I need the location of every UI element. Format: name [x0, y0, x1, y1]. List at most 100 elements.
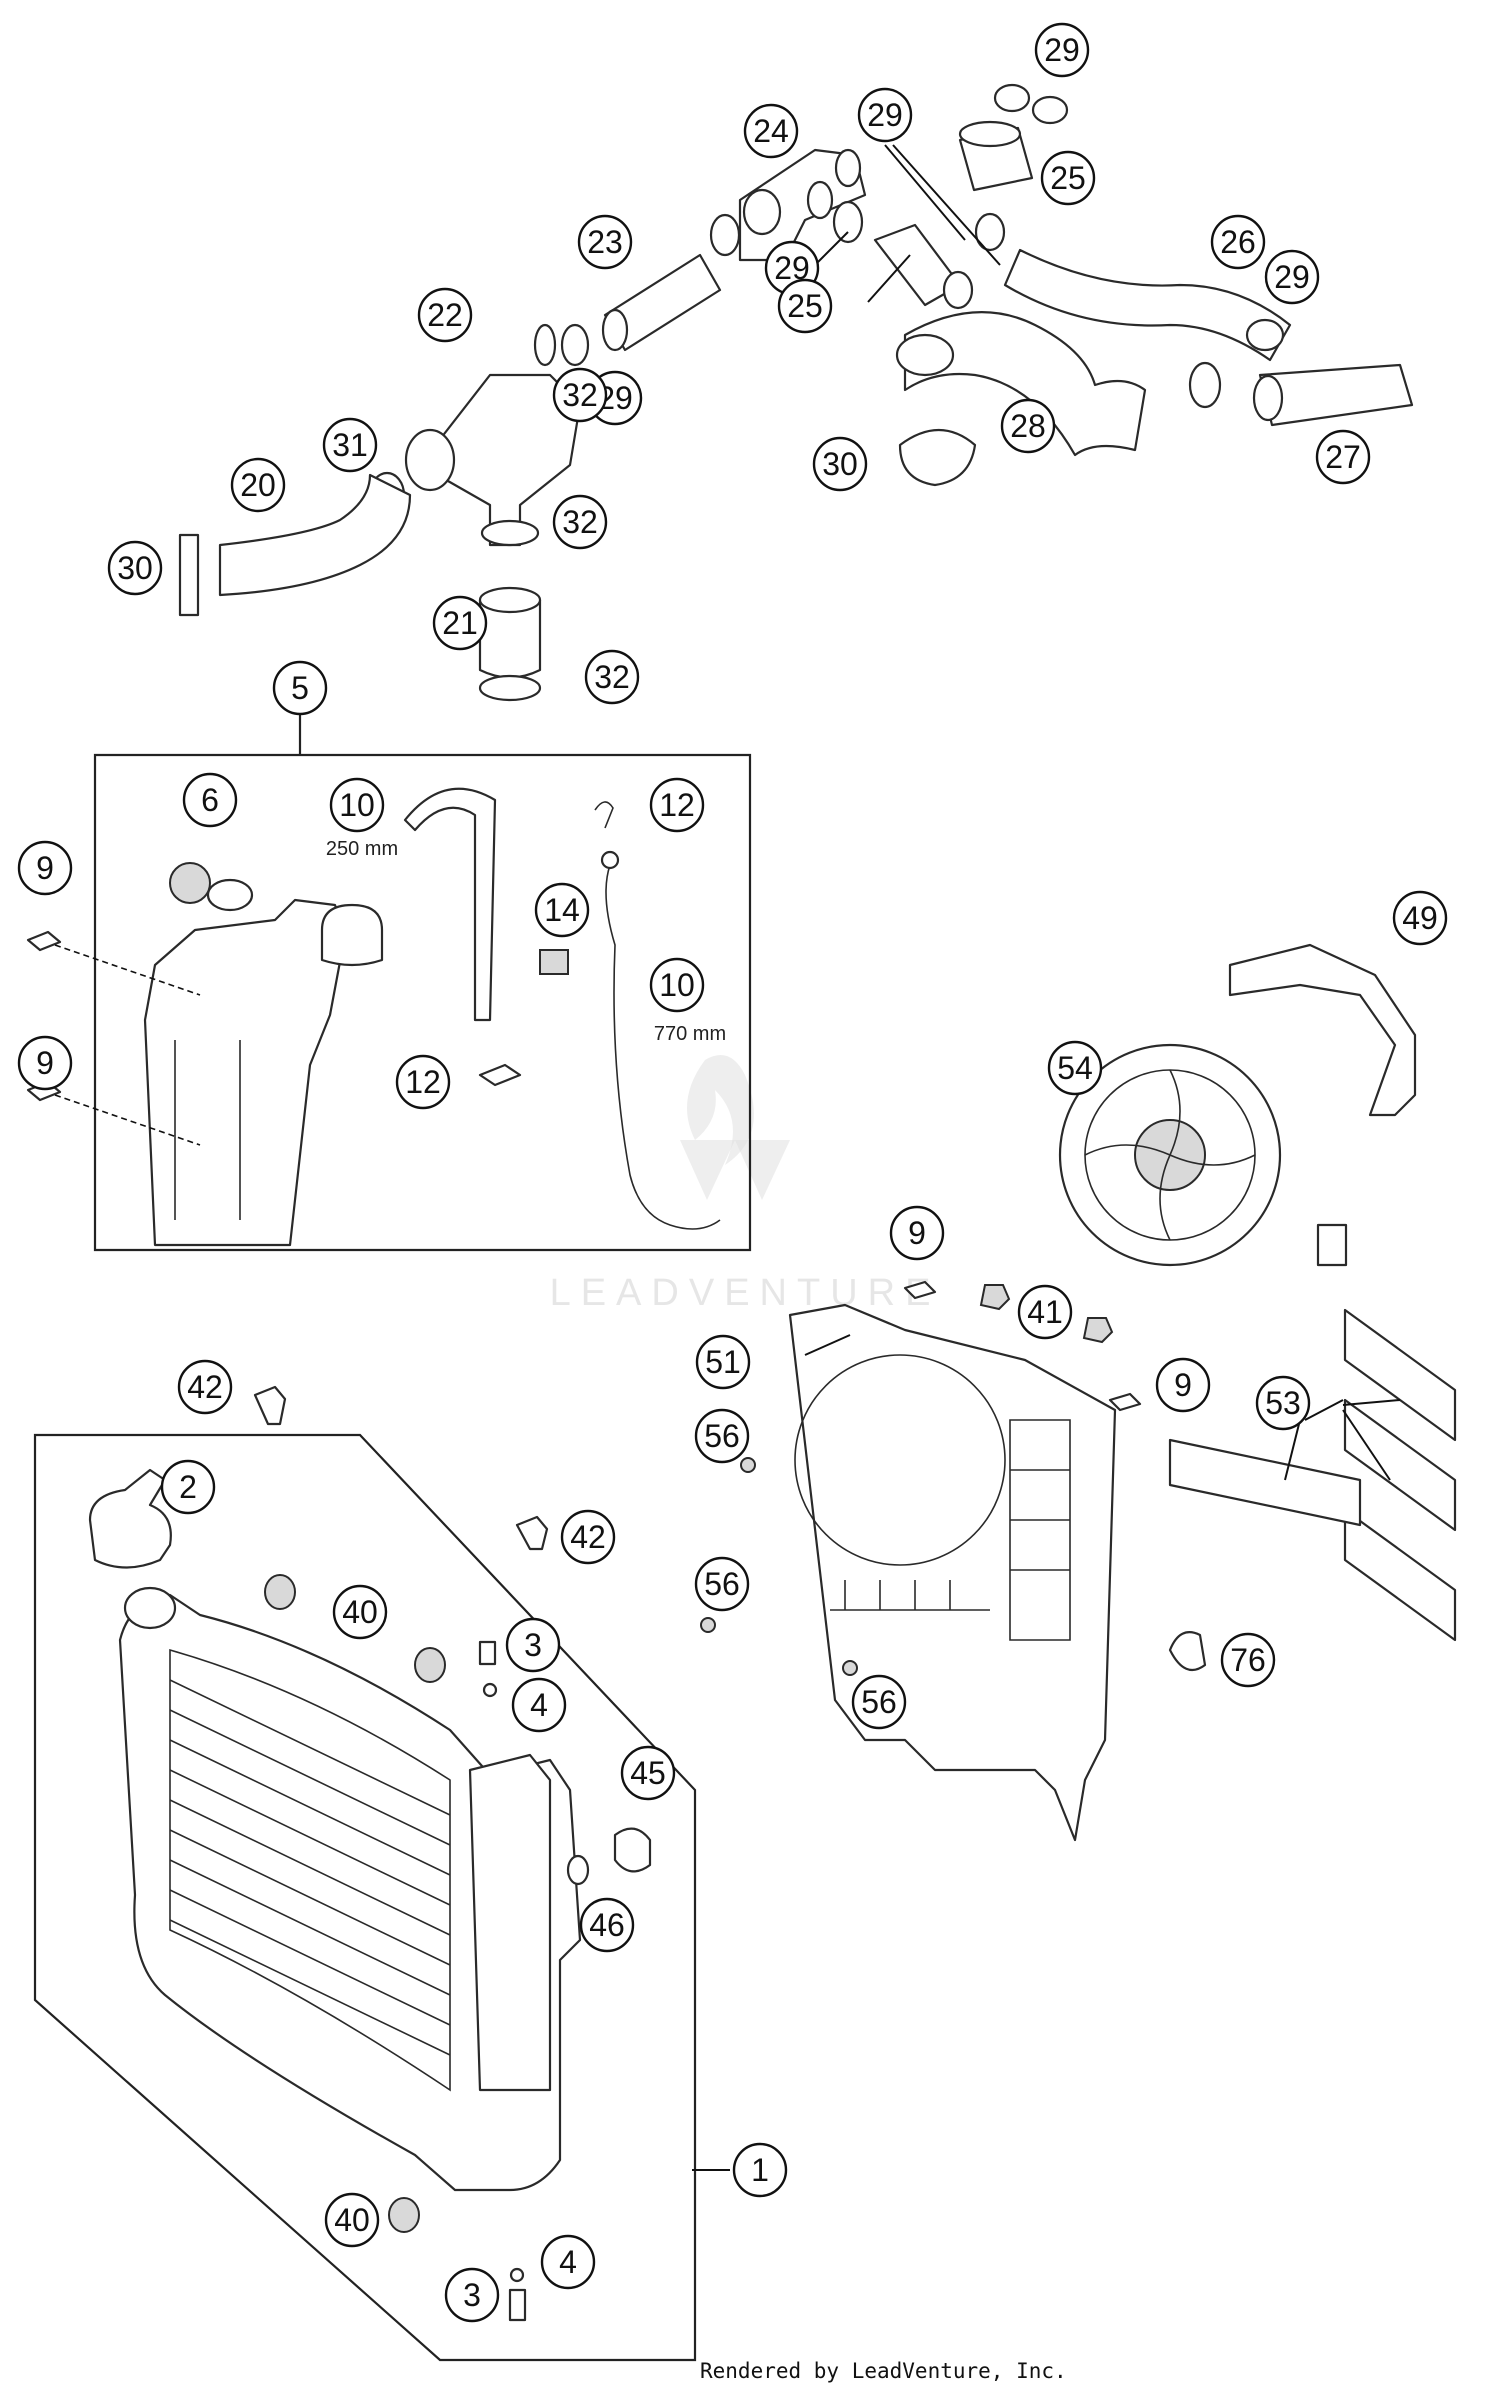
callout-circle	[694, 1408, 750, 1464]
bolt-42b	[515, 1515, 549, 1551]
callout-circle	[1047, 1040, 1103, 1096]
callout-circle	[417, 287, 473, 343]
fan-assembly	[1058, 943, 1417, 1267]
hose-20	[218, 473, 412, 597]
nut-41a	[979, 1284, 1011, 1311]
callout-number: 32	[562, 377, 598, 413]
callout-circle	[107, 540, 163, 596]
callout-number: 53	[1265, 1385, 1301, 1421]
callout-number: 6	[201, 782, 219, 818]
callout-number: 2	[179, 1469, 197, 1505]
callout-circle	[620, 1745, 676, 1801]
callout-number: 22	[427, 297, 463, 333]
callout-number: 10	[659, 967, 695, 1003]
callout-circle	[1155, 1357, 1211, 1413]
callout-number: 56	[861, 1684, 897, 1720]
callout-number: 49	[1402, 900, 1438, 936]
hose-10-short	[403, 787, 497, 1022]
callout-number: 20	[240, 467, 276, 503]
callout-circle	[812, 436, 868, 492]
cap-assembly	[320, 903, 384, 967]
fan-shroud-group	[700, 1280, 1207, 1842]
callout-number: 54	[1057, 1050, 1093, 1086]
callout-circle	[777, 278, 833, 334]
callout-number: 14	[544, 892, 580, 928]
callout-circle	[332, 1584, 388, 1640]
screw-9a	[26, 930, 62, 952]
callout-number: 4	[559, 2244, 577, 2280]
radiator	[118, 1593, 582, 2192]
callout-circle	[505, 1617, 561, 1673]
hose-26	[1003, 248, 1292, 362]
callout-number: 21	[442, 605, 478, 641]
callout-circle	[649, 957, 705, 1013]
valve-3a	[478, 1640, 497, 1666]
callout-number: 26	[1220, 224, 1256, 260]
callout-circle	[17, 1035, 73, 1091]
grommet-40c	[388, 2197, 420, 2233]
callout-number: 51	[705, 1344, 741, 1380]
seal-46	[566, 1854, 590, 1886]
callout-circle	[560, 1509, 616, 1565]
clip-14	[539, 949, 569, 975]
callout-circle	[889, 1205, 945, 1261]
callout-number: 23	[587, 224, 623, 260]
callout-number: 29	[1044, 32, 1080, 68]
callout-number: 27	[1325, 439, 1361, 475]
callout-circle	[1000, 398, 1056, 454]
callout-circle	[511, 1677, 567, 1733]
callout-number: 40	[342, 1594, 378, 1630]
callout-number: 9	[36, 1045, 54, 1081]
callout-number: 29	[1274, 259, 1310, 295]
callout-number: 28	[1010, 408, 1046, 444]
upper-hose-assembly	[178, 83, 1414, 702]
callout-circle	[1264, 249, 1320, 305]
callout-number: 5	[291, 670, 309, 706]
callout-number: 42	[570, 1519, 606, 1555]
screw-9c	[903, 1280, 937, 1300]
callout-number: 1	[751, 2152, 769, 2188]
fan-shroud-51	[788, 1303, 1117, 1842]
callout-circle	[579, 1897, 635, 1953]
elbow-24	[738, 148, 867, 262]
callout-circle	[432, 595, 488, 651]
callout-circle	[444, 2267, 500, 2323]
callout-circle	[695, 1334, 751, 1390]
fan-switch-45	[613, 1827, 652, 1873]
callout-number: 40	[334, 2202, 370, 2238]
callout-number: 41	[1027, 1294, 1063, 1330]
callout-circle	[1315, 429, 1371, 485]
callout-circle	[1392, 890, 1448, 946]
callout-number: 3	[463, 2277, 481, 2313]
clamp-29b	[1031, 95, 1069, 125]
callout-number: 46	[589, 1907, 625, 1943]
hose-10-long	[605, 864, 721, 1230]
callout-number: 9	[908, 1215, 926, 1251]
callout-circle	[857, 87, 913, 143]
callout-number: 25	[787, 288, 823, 324]
clamp-29a	[993, 83, 1031, 113]
callout-circle	[1040, 150, 1096, 206]
washer-4b	[509, 2267, 525, 2283]
clamp-30-top	[898, 428, 977, 487]
callout-number: 31	[332, 427, 368, 463]
callout-circle	[182, 772, 238, 828]
footer-credit: Rendered by LeadVenture, Inc.	[700, 2359, 1067, 2383]
callout-circle	[272, 660, 328, 716]
callout-circle	[17, 840, 73, 896]
radiator-group	[88, 1385, 652, 2322]
callout-number: 42	[187, 1369, 223, 1405]
screw-56c	[842, 1660, 858, 1676]
callout-circle	[694, 1556, 750, 1612]
frame-item-1	[33, 1433, 697, 2362]
callout-number: 56	[704, 1418, 740, 1454]
callout-circle	[324, 2192, 380, 2248]
nut-41b	[1082, 1317, 1114, 1344]
callout-number: 4	[530, 1687, 548, 1723]
callout-circle	[395, 1054, 451, 1110]
callout-circle	[1210, 214, 1266, 270]
callout-circle	[743, 103, 799, 159]
